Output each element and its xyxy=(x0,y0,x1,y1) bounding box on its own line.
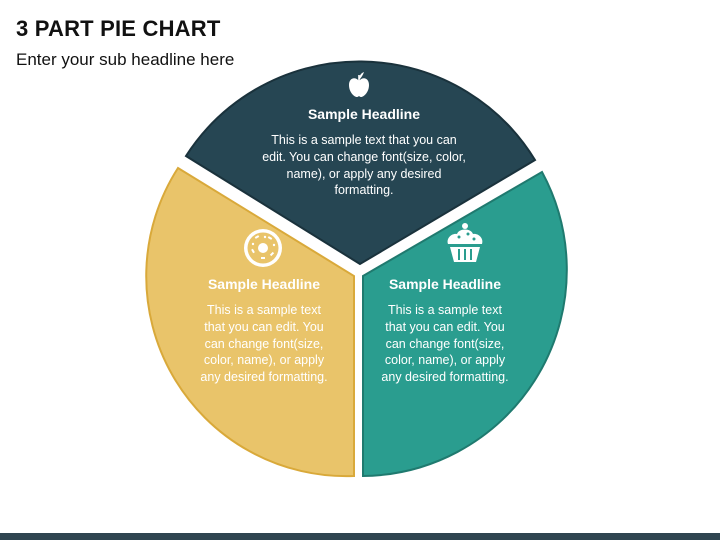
segment-top-body: This is a sample text that you can edit.… xyxy=(262,133,466,198)
apple-icon xyxy=(349,72,369,97)
page-title: 3 PART PIE CHART xyxy=(16,16,221,41)
segment-left-headline: Sample Headline xyxy=(207,276,321,292)
segment-top-headline: Sample Headline xyxy=(307,106,421,122)
segment-right-headline: Sample Headline xyxy=(388,276,502,292)
bottom-bar xyxy=(0,533,720,540)
segment-left-text: Sample Headline This is a sample text th… xyxy=(200,276,328,386)
pie-segment-top xyxy=(184,60,537,266)
donut-icon xyxy=(244,229,282,267)
cupcake-icon xyxy=(447,223,483,262)
segment-right-text: Sample Headline This is a sample text th… xyxy=(380,276,510,386)
page-subtitle: Enter your sub headline here xyxy=(16,50,235,69)
pie-segment-left xyxy=(145,166,355,478)
segment-left-body: This is a sample text that you can edit.… xyxy=(200,303,328,385)
segment-top-text: Sample Headline This is a sample text th… xyxy=(258,106,470,199)
pie-segment-right xyxy=(362,170,568,478)
segment-right-body: This is a sample text that you can edit.… xyxy=(381,303,509,385)
